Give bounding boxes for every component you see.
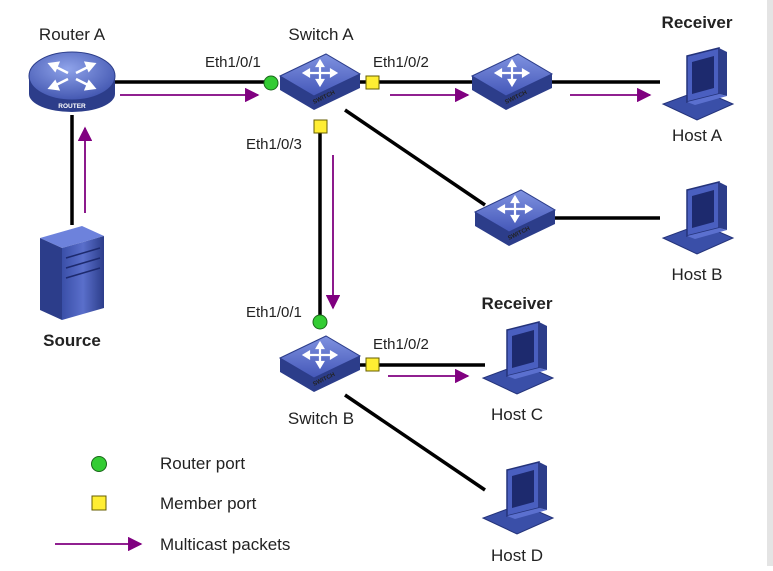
host-a-label: Host A [672,126,723,145]
router-port-switch-b-eth1 [312,314,328,330]
port-label-switch-b-eth2: Eth1/0/2 [373,336,429,353]
switch-a [278,52,362,112]
host-d-label: Host D [491,546,543,565]
switch-b [278,334,362,394]
port-label-switch-a-eth2: Eth1/0/2 [373,54,429,71]
host-d-computer-icon [482,461,554,535]
router-arrows-icon [47,61,97,91]
host-c-label: Host C [491,405,543,424]
legend-member-port-icon [91,495,107,511]
source-server [40,226,104,320]
member-port-switch-a-eth3 [313,119,328,134]
port-label-switch-b-eth1: Eth1/0/1 [246,304,302,321]
links [70,80,660,492]
multicast-arrows [77,87,652,384]
receiver-c-label: Receiver [482,294,553,313]
legend-member-port-label: Member port [160,494,257,513]
legend: Router port Member port Multicast packet… [55,454,290,554]
router-a-label: Router A [39,25,106,44]
switch-b-label: Switch B [288,409,354,428]
switch-middle [473,188,557,248]
host-b-computer-icon [662,181,734,255]
switch-a-label: Switch A [288,25,354,44]
host-a-computer-icon [662,47,734,121]
member-port-switch-b-eth2 [365,357,380,372]
receiver-a-label: Receiver [662,13,733,32]
host-c-computer-icon [482,321,554,395]
legend-multicast-label: Multicast packets [160,535,290,554]
switch-upper [470,52,554,112]
legend-router-port-label: Router port [160,454,245,473]
right-edge-bar [767,0,773,566]
link-switch-b-host-d [344,393,486,492]
port-label-switch-a-eth3: Eth1/0/3 [246,136,302,153]
router-a: ROUTER [28,51,116,112]
link-switch-a-switch-mid [344,108,486,207]
port-label-switch-a-eth1: Eth1/0/1 [205,54,261,71]
host-b-label: Host B [671,265,722,284]
legend-router-port-icon [91,456,107,472]
source-label: Source [43,331,101,350]
router-badge: ROUTER [58,103,86,110]
router-port-switch-a-eth1 [263,75,279,91]
member-port-switch-a-eth2 [365,75,380,90]
